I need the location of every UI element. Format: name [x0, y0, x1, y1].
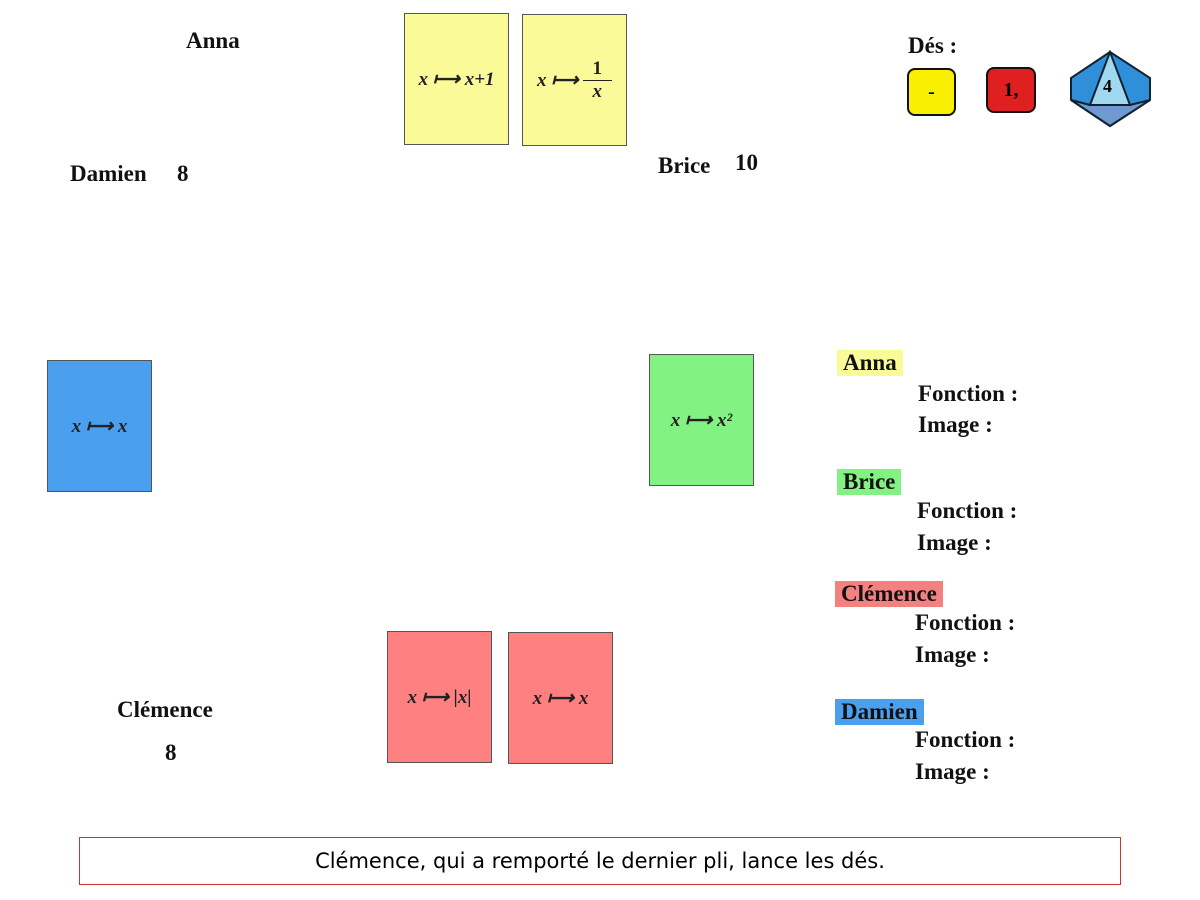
fonction-label-clemence: Fonction :	[915, 610, 1016, 635]
image-label-anna: Image :	[918, 412, 993, 437]
d10-icon	[1070, 49, 1151, 128]
card-damien[interactable]: x ⟼ x	[47, 360, 152, 492]
player-name-anna: Anna	[186, 28, 240, 53]
panel-player-damien: Damien	[835, 699, 924, 725]
denominator: x	[592, 80, 603, 102]
image-label-clemence: Image :	[915, 642, 990, 667]
player-name-damien: Damien	[70, 161, 147, 186]
image-label-damien: Image :	[915, 759, 990, 784]
dice-label: Dés :	[908, 33, 958, 58]
card-anna-1[interactable]: x ⟼ x+1	[404, 13, 509, 145]
card-clemence-2[interactable]: x ⟼ x	[508, 632, 613, 764]
score-brice: 10	[735, 150, 758, 175]
d10-die[interactable]: 4	[1068, 49, 1153, 128]
status-message: Clémence, qui a remporté le dernier pli,…	[79, 837, 1121, 885]
player-name-clemence: Clémence	[117, 697, 213, 722]
numerator: 1	[582, 58, 612, 81]
panel-player-clemence: Clémence	[835, 581, 943, 607]
score-damien: 8	[177, 161, 189, 186]
panel-player-anna: Anna	[837, 350, 903, 376]
score-clemence: 8	[165, 740, 177, 765]
card-clemence-1[interactable]: x ⟼ |x|	[387, 631, 492, 763]
fonction-label-anna: Fonction :	[918, 381, 1019, 406]
player-name-brice: Brice	[658, 153, 711, 178]
panel-player-brice: Brice	[837, 469, 902, 495]
image-label-brice: Image :	[917, 530, 992, 555]
card-lhs: x ⟼	[537, 69, 579, 91]
red-die[interactable]: 1,	[986, 67, 1036, 113]
card-brice[interactable]: x ⟼ x²	[649, 354, 754, 486]
yellow-die[interactable]: -	[907, 68, 956, 116]
fonction-label-brice: Fonction :	[917, 498, 1018, 523]
d10-value: 4	[1103, 76, 1112, 96]
fonction-label-damien: Fonction :	[915, 727, 1016, 752]
